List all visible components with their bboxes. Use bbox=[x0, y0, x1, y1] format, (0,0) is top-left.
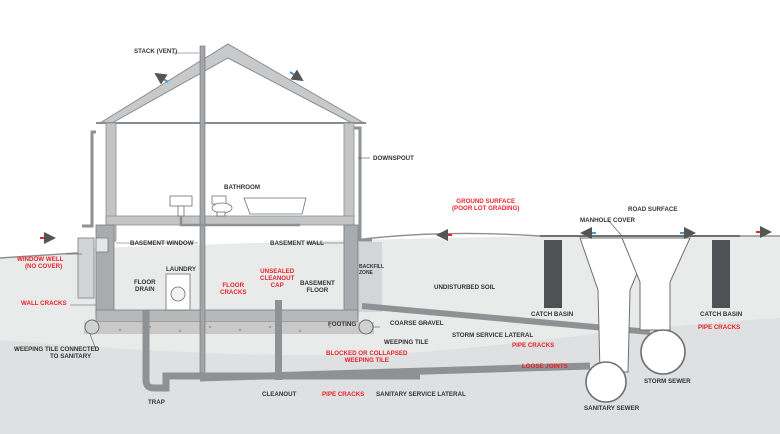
label-downspout: DOWNSPOUT bbox=[373, 155, 414, 162]
sanitary-sewer-main bbox=[585, 361, 627, 403]
catch-basin-left bbox=[544, 240, 562, 308]
label-catch-basin-left: CATCH BASIN bbox=[531, 311, 574, 318]
label-basement-wall: BASEMENT WALL bbox=[270, 240, 324, 247]
label-window-well-line1: WINDOW WELL bbox=[17, 256, 64, 263]
vent-arrow-right bbox=[289, 69, 304, 82]
downspout bbox=[354, 126, 372, 242]
cleanout-riser bbox=[275, 300, 282, 380]
weeping-tile-right bbox=[358, 319, 374, 335]
label-floor-drain-line1: FLOOR bbox=[134, 279, 156, 286]
leader-lines bbox=[66, 52, 623, 351]
sanitary-lateral bbox=[199, 362, 591, 382]
label-cleanout: CLEANOUT bbox=[262, 391, 297, 398]
label-floor-drain: FLOOR DRAIN bbox=[134, 279, 156, 293]
label-window-well-line2: (NO COVER) bbox=[25, 263, 63, 270]
label-manhole-cover: MANHOLE COVER bbox=[580, 217, 636, 224]
label-footing: FOOTING bbox=[328, 321, 357, 328]
stack-vent bbox=[199, 45, 206, 377]
label-weeping-connected: WEEPING TILE CONNECTED TO SANITARY bbox=[14, 346, 99, 360]
label-blocked-line1: BLOCKED OR COLLAPSED bbox=[326, 350, 408, 357]
floor-drain-pipe bbox=[142, 310, 420, 392]
washer-door bbox=[170, 286, 186, 302]
ground-surface-line bbox=[0, 232, 780, 259]
label-ground-surface: GROUND SURFACE (POOR LOT GRADING) bbox=[452, 198, 519, 212]
label-unsealed-cleanout-cap: UNSEALED CLEANOUT CAP bbox=[260, 268, 294, 289]
label-storm-sewer: STORM SEWER bbox=[644, 378, 691, 385]
label-weeping-tile: WEEPING TILE bbox=[384, 339, 429, 346]
bathroom-drain bbox=[179, 216, 300, 227]
label-undisturbed-soil: UNDISTURBED SOIL bbox=[434, 284, 496, 291]
label-laundry: LAUNDRY bbox=[166, 266, 197, 273]
roof bbox=[98, 43, 366, 124]
label-pipe-cracks-right: PIPE CRACKS bbox=[698, 324, 741, 331]
label-basement-floor: BASEMENT FLOOR bbox=[300, 280, 335, 294]
label-unsealed-line3: CAP bbox=[270, 282, 284, 289]
catch-basin-right bbox=[712, 240, 730, 308]
label-stack-vent: STACK (VENT) bbox=[134, 48, 178, 55]
label-basement-floor-line2: FLOOR bbox=[306, 287, 329, 294]
label-weeping-connected-line1: WEEPING TILE CONNECTED bbox=[14, 346, 100, 353]
window-well bbox=[77, 237, 95, 299]
label-backfill-zone: BACKFILL ZONE bbox=[359, 264, 384, 276]
coarse-gravel bbox=[84, 322, 374, 334]
label-weeping-connected-line2: TO SANITARY bbox=[50, 353, 92, 360]
label-road-surface: ROAD SURFACE bbox=[628, 206, 678, 213]
basement-slab bbox=[95, 309, 359, 323]
storm-sewer-main bbox=[640, 329, 686, 375]
label-floor-cracks-line2: CRACKS bbox=[220, 289, 247, 296]
weeping-tile-left bbox=[84, 319, 100, 335]
bathroom-fixtures bbox=[169, 195, 307, 217]
label-unsealed-line1: UNSEALED bbox=[260, 268, 295, 275]
label-floor-cracks-line1: FLOOR bbox=[222, 282, 245, 289]
label-basement-floor-line1: BASEMENT bbox=[300, 280, 335, 287]
label-storm-lateral: STORM SERVICE LATERAL bbox=[452, 332, 534, 339]
label-ground-surface-line2: (POOR LOT GRADING) bbox=[452, 205, 520, 212]
label-backfill-line2: ZONE bbox=[359, 270, 373, 276]
label-catch-basin-right: CATCH BASIN bbox=[700, 311, 743, 318]
main-floor bbox=[105, 215, 355, 226]
label-wall-cracks: WALL CRACKS bbox=[21, 300, 67, 307]
label-window-well: WINDOW WELL (NO COVER) bbox=[17, 256, 63, 270]
label-floor-cracks: FLOOR CRACKS bbox=[220, 282, 246, 296]
basement-right-wall bbox=[343, 224, 359, 316]
label-unsealed-line2: CLEANOUT bbox=[260, 275, 295, 282]
label-sanitary-lateral: SANITARY SERVICE LATERAL bbox=[376, 391, 466, 398]
label-pipe-cracks-sanitary: PIPE CRACKS bbox=[322, 391, 365, 398]
label-trap: TRAP bbox=[148, 399, 165, 406]
label-floor-drain-line2: DRAIN bbox=[135, 286, 155, 293]
vent-arrow-left bbox=[154, 72, 169, 85]
label-sanitary-sewer: SANITARY SEWER bbox=[584, 405, 640, 412]
label-basement-window: BASEMENT WINDOW bbox=[130, 240, 194, 247]
basement-window bbox=[95, 237, 109, 253]
label-coarse-gravel: COARSE GRAVEL bbox=[390, 320, 444, 327]
label-loose-joints: LOOSE JOINTS bbox=[522, 363, 568, 370]
left-downspout bbox=[82, 130, 96, 228]
label-blocked-line2: WEEPING TILE bbox=[344, 357, 389, 364]
label-blocked-weeping-tile: BLOCKED OR COLLAPSED WEEPING TILE bbox=[326, 350, 407, 364]
label-bathroom: BATHROOM bbox=[224, 184, 260, 191]
label-pipe-cracks-storm: PIPE CRACKS bbox=[512, 342, 555, 349]
label-backfill-line1: BACKFILL bbox=[359, 264, 384, 270]
label-ground-surface-line1: GROUND SURFACE bbox=[456, 198, 516, 205]
